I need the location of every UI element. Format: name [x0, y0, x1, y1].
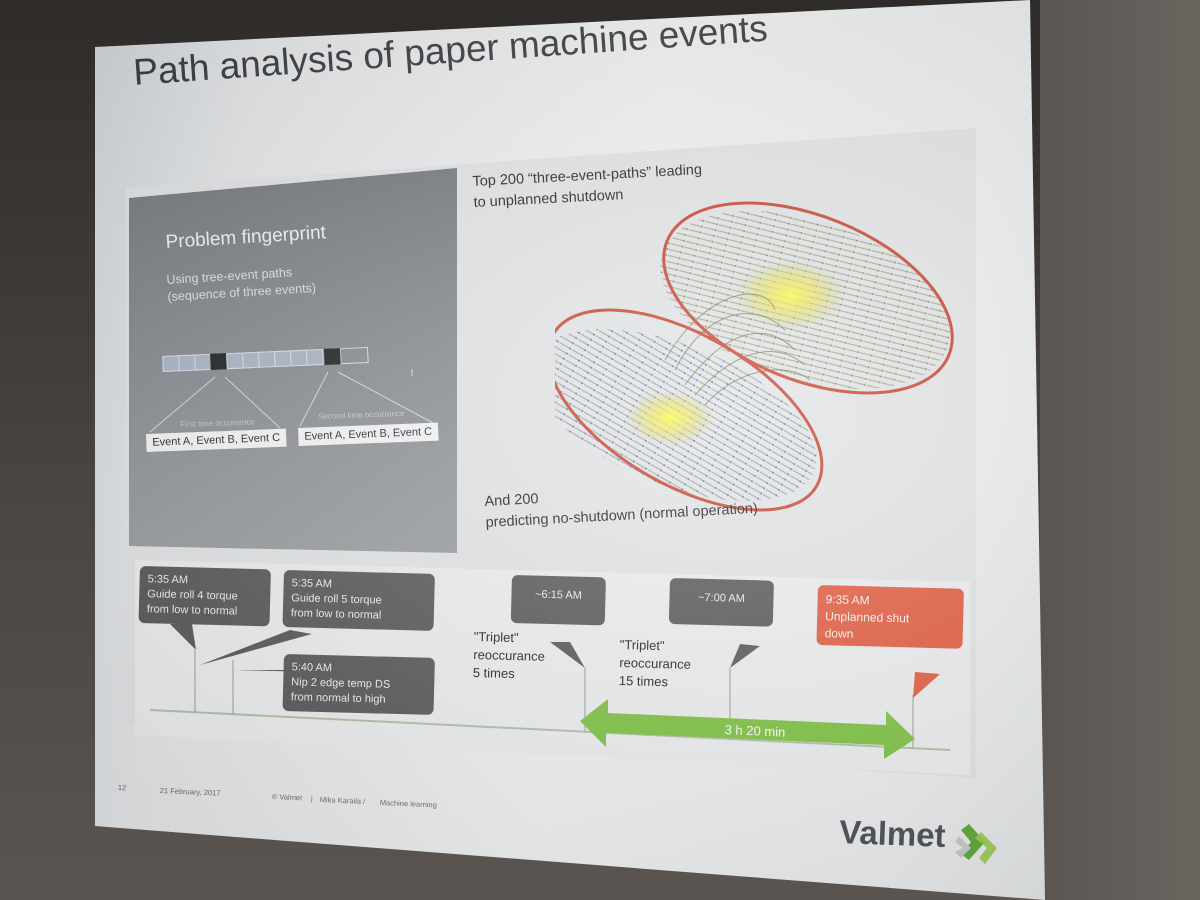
duration-label: 3 h 20 min [724, 722, 786, 740]
triplet-line: "Triplet" [473, 628, 519, 646]
red-ellipse-shutdown [662, 201, 954, 395]
event-callout-guide-roll-5: 5:35 AM Guide roll 5 torque from low to … [282, 570, 435, 631]
lower-cluster [555, 329, 817, 501]
event-callout-nip-2: 5:40 AM Nip 2 edge temp DS from normal t… [282, 654, 435, 715]
event-line: from low to normal [290, 607, 382, 622]
event-time: ~6:15 AM [534, 588, 583, 602]
red-ellipse-normal [555, 308, 824, 512]
event-line: down [824, 626, 854, 641]
valmet-logo: Valmet [838, 813, 947, 855]
footer-copyright: © Valmet [271, 792, 303, 803]
event-line: from normal to high [290, 691, 386, 706]
triplet-label-5: "Triplet" reoccurance 5 times [473, 628, 546, 684]
triplet-label-15: "Triplet" reoccurance 15 times [619, 636, 692, 692]
valmet-chevron-icon [955, 824, 997, 864]
upper-cluster [660, 210, 950, 390]
timeline-axis [149, 624, 951, 751]
event-time: ~7:00 AM [697, 591, 746, 605]
event-callout-700: ~7:00 AM [668, 578, 774, 627]
triplet-line: 5 times [472, 664, 515, 682]
footer-separator: | [310, 794, 313, 804]
event-callout-shutdown: 9:35 AM Unplanned shut down [816, 585, 964, 649]
fingerprint-connectors [149, 369, 436, 433]
triplet-line: reoccurance [473, 646, 546, 664]
footer-page-number: 12 [117, 783, 127, 793]
duration-arrow [580, 699, 915, 759]
triplet-line: reoccurance [619, 654, 692, 672]
event-callout-615: ~6:15 AM [510, 575, 606, 626]
footer-author: Mika Karaila / [319, 795, 366, 806]
event-callout-guide-roll-4: 5:35 AM Guide roll 4 torque from low to … [138, 566, 271, 627]
triplet-line: 15 times [618, 672, 669, 690]
event-path-network-image [555, 201, 954, 512]
event-line: from low to normal [146, 603, 238, 618]
wall-right [1040, 0, 1200, 900]
triplet-line: "Triplet" [619, 636, 665, 654]
